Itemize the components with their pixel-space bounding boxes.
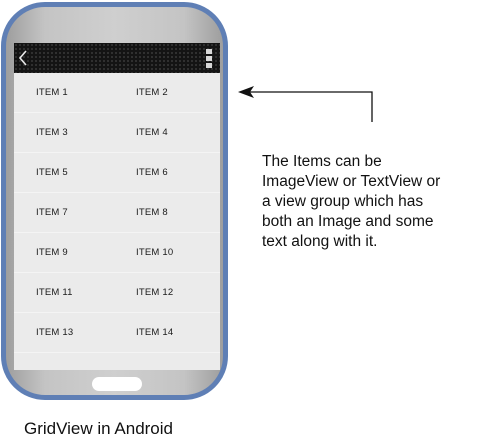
grid-item[interactable]: ITEM 11 [36, 287, 73, 298]
grid-row: ITEM 5 ITEM 6 [14, 153, 220, 193]
grid-item[interactable]: ITEM 1 [36, 87, 68, 98]
grid-item[interactable]: ITEM 13 [36, 327, 74, 338]
annotation-line: both an Image and some [262, 213, 434, 230]
grid-item[interactable]: ITEM 9 [36, 247, 68, 258]
annotation-line: ImageView or TextView or [262, 173, 441, 190]
grid-item[interactable]: ITEM 7 [36, 207, 68, 218]
grid-item[interactable]: ITEM 3 [36, 127, 68, 138]
grid-item[interactable]: ITEM 5 [36, 167, 68, 178]
grid-row: ITEM 13 ITEM 14 [14, 313, 220, 353]
figure-caption: GridView in Android [24, 419, 173, 438]
action-bar [14, 43, 220, 73]
phone-screen: ITEM 1 ITEM 2 ITEM 3 ITEM 4 ITEM 5 ITEM … [14, 43, 220, 370]
grid-row: ITEM 3 ITEM 4 [14, 113, 220, 153]
grid-item[interactable]: ITEM 14 [136, 327, 174, 338]
annotation-line: text along with it. [262, 233, 378, 250]
grid-row: ITEM 11 ITEM 12 [14, 273, 220, 313]
annotation-text: The Items can be ImageView or TextView o… [262, 152, 477, 252]
overflow-menu-icon[interactable] [206, 48, 212, 68]
grid-item[interactable]: ITEM 6 [136, 167, 168, 178]
grid-item[interactable]: ITEM 2 [136, 87, 168, 98]
grid-item[interactable]: ITEM 4 [136, 127, 168, 138]
phone-mockup: ITEM 1 ITEM 2 ITEM 3 ITEM 4 ITEM 5 ITEM … [1, 2, 228, 400]
grid-item[interactable]: ITEM 8 [136, 207, 168, 218]
grid-row: ITEM 1 ITEM 2 [14, 73, 220, 113]
home-button[interactable] [92, 377, 142, 391]
grid-item[interactable]: ITEM 12 [136, 287, 174, 298]
grid-item[interactable]: ITEM 10 [136, 247, 174, 258]
grid-view: ITEM 1 ITEM 2 ITEM 3 ITEM 4 ITEM 5 ITEM … [14, 73, 220, 353]
annotation-line: a view group which has [262, 193, 424, 210]
annotation-line: The Items can be [262, 153, 382, 170]
grid-row: ITEM 7 ITEM 8 [14, 193, 220, 233]
grid-row: ITEM 9 ITEM 10 [14, 233, 220, 273]
chevron-left-icon[interactable] [17, 49, 29, 67]
